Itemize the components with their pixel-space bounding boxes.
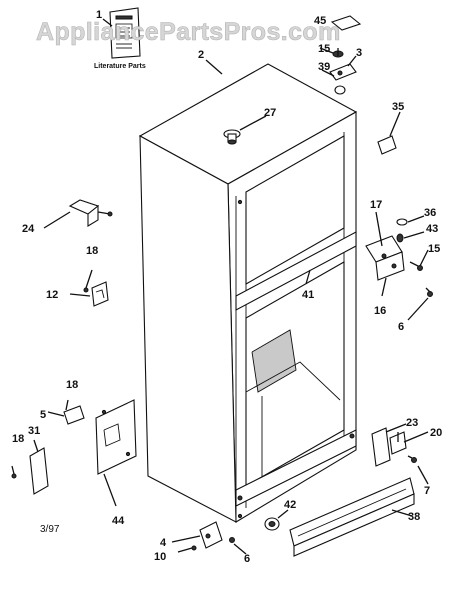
refrigerator-cabinet [138, 63, 358, 523]
callout-5: 5 [40, 409, 46, 421]
callout-15a: 15 [318, 43, 330, 55]
callout-3: 3 [356, 47, 362, 59]
grommet-42 [264, 509, 289, 531]
callout-23: 23 [406, 417, 418, 429]
callout-44: 44 [112, 515, 125, 527]
bottom-bracket-4-10-6 [171, 521, 247, 555]
callout-17: 17 [370, 199, 382, 211]
callout-labels: 1 2 3 45 15 39 27 35 24 18 12 41 17 36 4… [12, 9, 442, 565]
callout-2: 2 [198, 49, 204, 61]
literature-caption: Literature Parts [94, 63, 146, 70]
callout-42: 42 [284, 499, 296, 511]
callout-31: 31 [28, 425, 40, 437]
callout-10: 10 [154, 551, 166, 563]
callout-6a: 6 [398, 321, 404, 333]
toe-grille-38 [289, 477, 415, 557]
bottom-hinge-23-20 [371, 423, 429, 485]
cabinet-grommet-27 [223, 115, 267, 145]
top-hinge-assembly [319, 15, 362, 95]
callout-1: 1 [96, 9, 102, 21]
center-hinge-assembly [365, 211, 433, 321]
callout-18c: 18 [12, 433, 24, 445]
callout-41: 41 [302, 289, 314, 301]
cover-31-screw-18 [11, 439, 49, 495]
callout-18b: 18 [66, 379, 78, 391]
callout-12: 12 [46, 289, 58, 301]
callout-6b: 6 [244, 553, 250, 565]
hinge-cover-35 [377, 111, 401, 155]
callout-36: 36 [424, 207, 436, 219]
callout-18a: 18 [86, 245, 98, 257]
callout-16: 16 [374, 305, 386, 317]
callout-7: 7 [424, 485, 430, 497]
leader-lines [205, 59, 311, 285]
callout-35: 35 [392, 101, 404, 113]
literature-parts-card [102, 7, 141, 59]
latch-bracket-24 [43, 199, 113, 229]
cam-12-screw-18 [69, 269, 109, 307]
callout-20: 20 [430, 427, 442, 439]
watermark: AppliancePartsPros.com [36, 18, 341, 46]
callout-27: 27 [264, 107, 276, 119]
toe-grille-bracket-44 [95, 399, 137, 507]
date-code: 3/97 [40, 524, 60, 535]
callout-43: 43 [426, 223, 438, 235]
callout-38: 38 [408, 511, 420, 523]
callout-4: 4 [160, 537, 167, 549]
callout-39: 39 [318, 61, 330, 73]
callout-15b: 15 [428, 243, 440, 255]
callout-45: 45 [314, 15, 326, 27]
bracket-5-screw-18 [47, 399, 85, 425]
callout-24: 24 [22, 223, 35, 235]
